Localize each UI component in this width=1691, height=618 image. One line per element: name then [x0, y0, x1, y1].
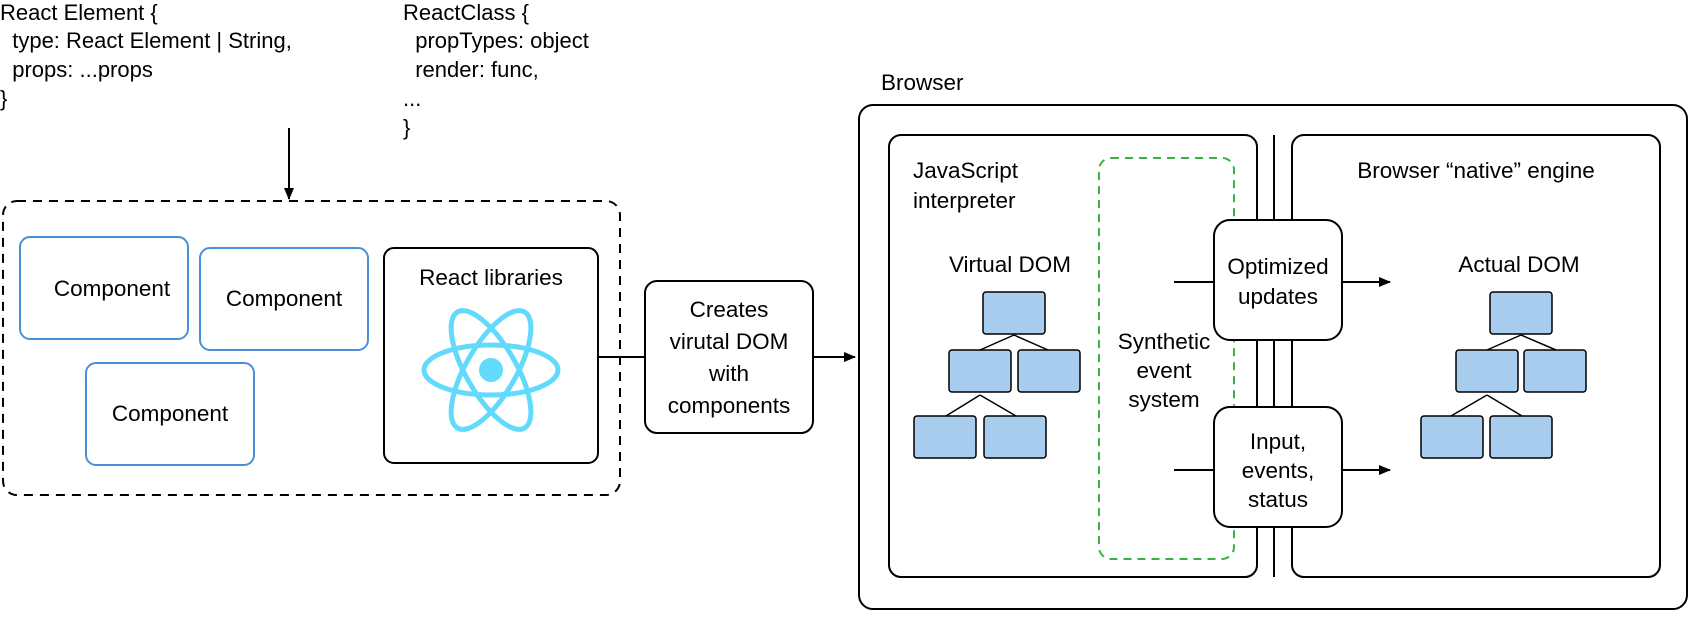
component-box: Component: [199, 247, 369, 351]
react-libraries-label: React libraries: [419, 265, 563, 290]
input-events-label: events,: [1242, 458, 1315, 483]
creates-virtual-dom-box: Creates virutal DOM with components: [644, 280, 814, 434]
input-events-box: Input, events, status: [1213, 406, 1343, 528]
optimized-updates-label: Optimized: [1227, 254, 1328, 279]
creates-line: components: [668, 393, 791, 418]
actual-dom-label: Actual DOM: [1458, 252, 1579, 277]
react-class-code: ReactClass { propTypes: object render: f…: [403, 0, 589, 140]
tree-node: [1489, 291, 1553, 335]
tree-node: [948, 349, 1012, 393]
component-label: Component: [54, 276, 171, 301]
tree-node: [913, 415, 977, 459]
code-line: ReactClass {: [403, 0, 529, 25]
component-box: Component: [19, 236, 189, 340]
component-label: Component: [226, 286, 343, 311]
input-events-label: Input,: [1250, 429, 1306, 454]
code-line: ...: [403, 86, 421, 111]
browser-label: Browser: [881, 70, 964, 95]
creates-line: virutal DOM: [670, 329, 789, 354]
js-interpreter-label: JavaScript: [913, 158, 1019, 183]
component-label: Component: [112, 401, 229, 426]
code-line: props: ...props: [0, 57, 153, 82]
code-line: React Element {: [0, 0, 158, 25]
tree-node: [1420, 415, 1484, 459]
actual-dom-tree: [1420, 291, 1587, 459]
creates-line: Creates: [690, 297, 769, 322]
code-line: }: [0, 86, 7, 111]
react-element-code: React Element { type: React Element | St…: [0, 0, 292, 111]
tree-node: [1489, 415, 1553, 459]
input-events-label: status: [1248, 487, 1308, 512]
optimized-updates-box: Optimized updates: [1213, 219, 1343, 341]
tree-node: [1455, 349, 1519, 393]
js-interpreter-label: interpreter: [913, 188, 1016, 213]
native-engine-panel: [1291, 134, 1661, 578]
browser-frame: [858, 104, 1688, 610]
code-line: }: [403, 115, 410, 140]
synthetic-event-label: event: [1136, 358, 1192, 383]
creates-line: with: [708, 361, 749, 386]
native-engine-label: Browser “native” engine: [1357, 158, 1595, 183]
code-line: type: React Element | String,: [0, 28, 292, 53]
tree-node: [1523, 349, 1587, 393]
virtual-dom-tree: [913, 291, 1081, 459]
code-line: propTypes: object: [403, 28, 589, 53]
react-libraries-box: React libraries: [383, 247, 599, 464]
component-box: Component: [85, 362, 255, 466]
react-atom-icon: [421, 308, 561, 432]
synthetic-event-label: system: [1128, 387, 1199, 412]
tree-node: [983, 415, 1047, 459]
virtual-dom-label: Virtual DOM: [949, 252, 1071, 277]
tree-node: [982, 291, 1046, 335]
optimized-updates-label: updates: [1238, 284, 1318, 309]
synthetic-event-system: [1098, 157, 1235, 560]
code-line: render: func,: [403, 57, 539, 82]
react-app-container: [2, 200, 621, 496]
tree-node: [1017, 349, 1081, 393]
js-interpreter-panel: [888, 134, 1258, 578]
synthetic-event-label: Synthetic: [1118, 329, 1211, 354]
